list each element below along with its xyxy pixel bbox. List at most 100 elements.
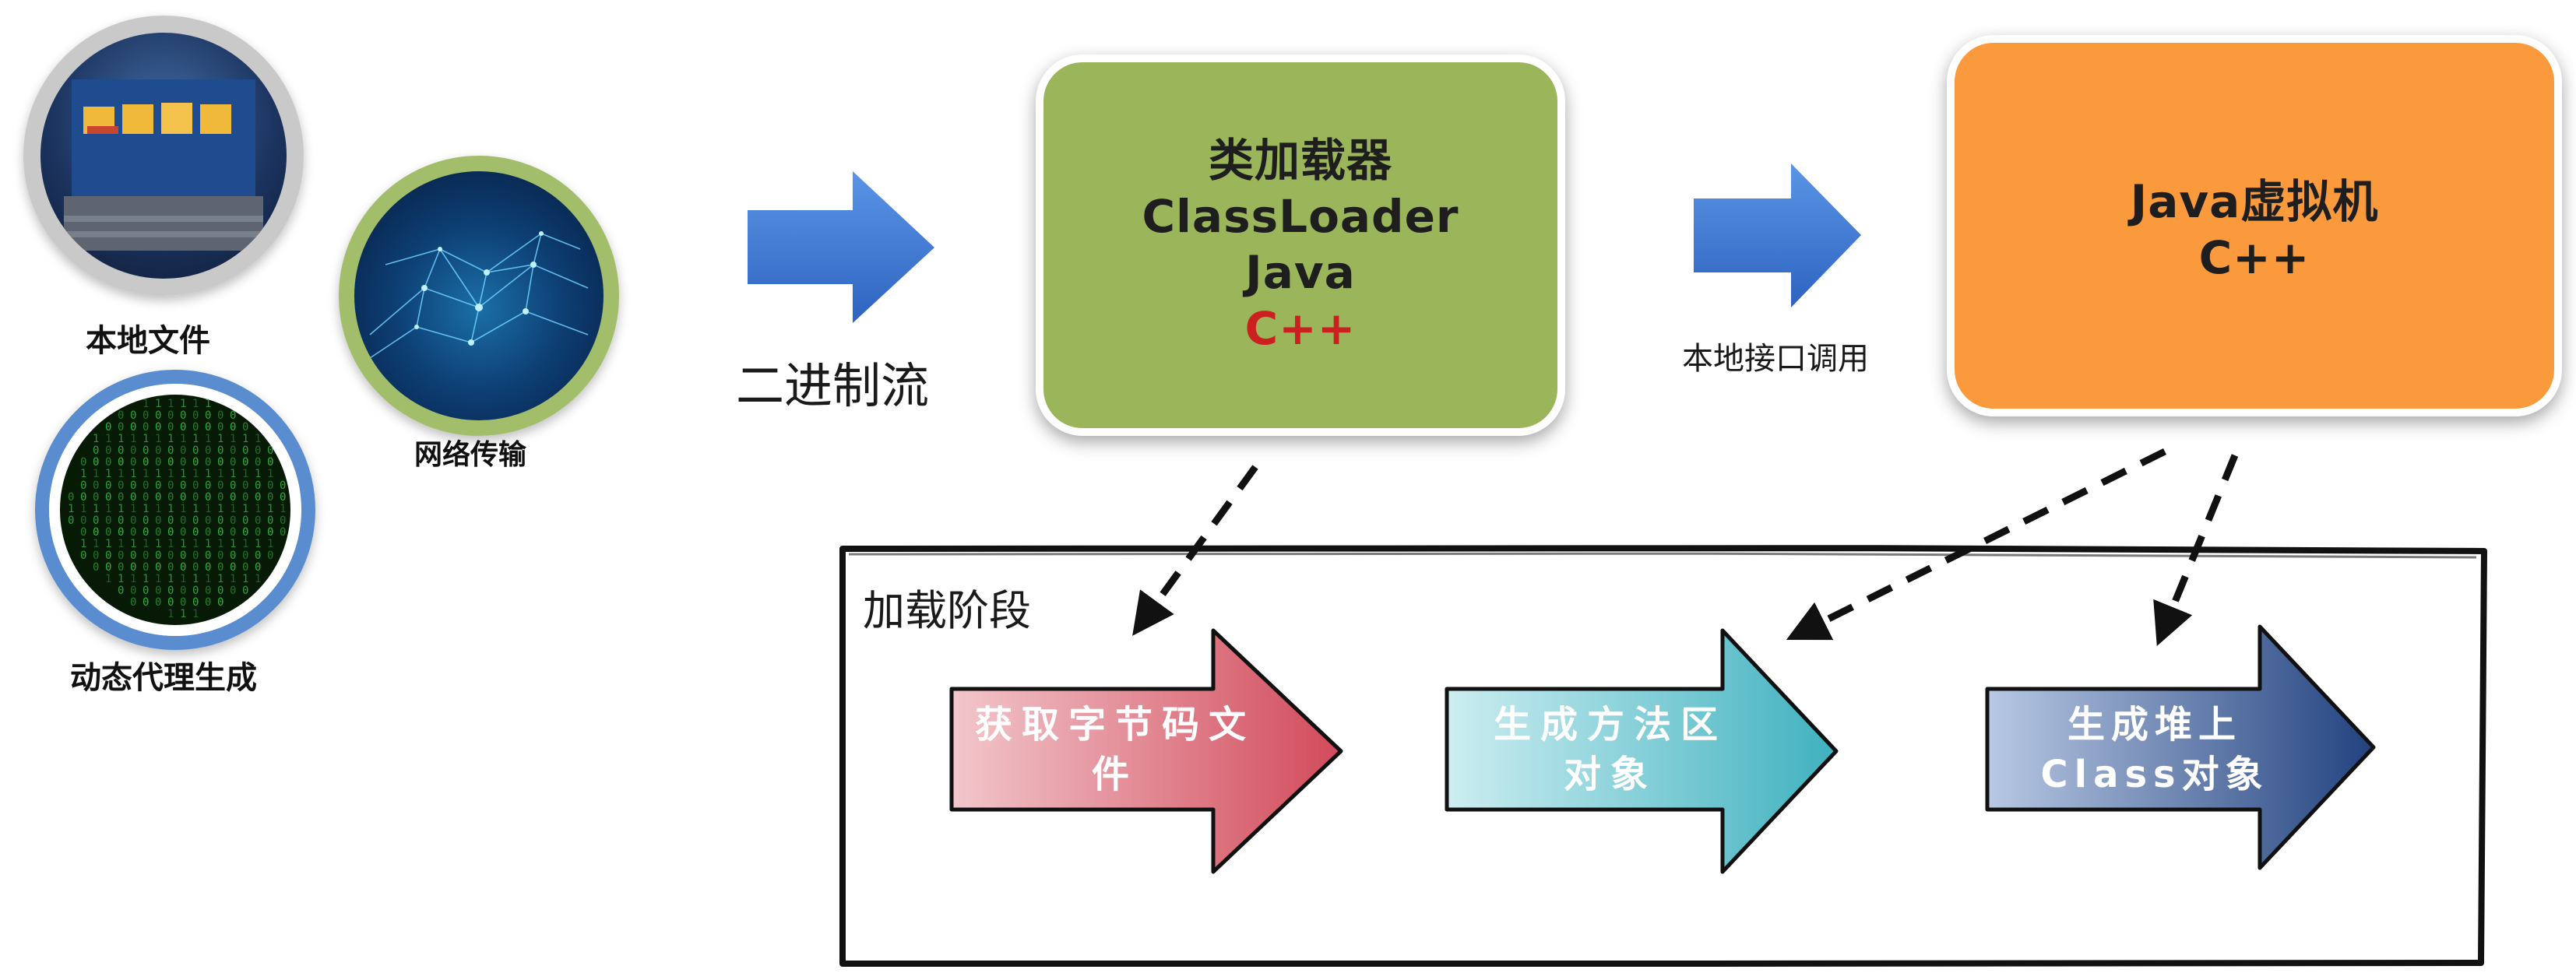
svg-text:1: 1	[267, 538, 273, 550]
svg-text:0: 0	[230, 491, 236, 504]
svg-text:1: 1	[155, 503, 161, 515]
svg-text:0: 0	[143, 526, 149, 539]
dash-jvm-to-stage2	[1786, 448, 2167, 641]
svg-text:0: 0	[192, 479, 199, 492]
svg-text:0: 0	[80, 479, 86, 492]
svg-text:1: 1	[180, 433, 186, 445]
class-loader-box: 类加载器 ClassLoader Java C++	[1036, 54, 1565, 436]
svg-text:0: 0	[118, 561, 124, 574]
svg-text:1: 1	[255, 573, 261, 585]
svg-text:1: 1	[180, 573, 186, 585]
svg-text:1: 1	[130, 433, 136, 445]
svg-text:0: 0	[105, 491, 111, 504]
svg-text:1: 1	[130, 468, 136, 480]
svg-text:0: 0	[205, 585, 211, 597]
svg-text:0: 0	[217, 515, 223, 527]
svg-text:0: 0	[242, 444, 248, 457]
svg-text:1: 1	[180, 468, 186, 480]
svg-text:0: 0	[230, 526, 236, 539]
svg-text:0: 0	[217, 456, 223, 469]
svg-text:1: 1	[255, 468, 261, 480]
svg-text:1: 1	[143, 398, 149, 410]
svg-text:0: 0	[143, 409, 149, 422]
svg-text:0: 0	[180, 585, 186, 597]
svg-text:0: 0	[130, 515, 136, 527]
class-loader-java: Java	[1245, 246, 1356, 299]
svg-text:0: 0	[192, 444, 199, 457]
svg-text:0: 0	[205, 596, 211, 609]
svg-text:0: 0	[192, 526, 199, 539]
svg-text:0: 0	[205, 491, 211, 504]
svg-text:0: 0	[155, 596, 161, 609]
svg-text:1: 1	[192, 608, 199, 620]
svg-text:0: 0	[255, 479, 261, 492]
svg-text:0: 0	[180, 526, 186, 539]
svg-text:0: 0	[130, 444, 136, 457]
svg-text:0: 0	[217, 444, 223, 457]
svg-text:0: 0	[180, 421, 186, 434]
svg-text:0: 0	[242, 561, 248, 574]
svg-text:1: 1	[155, 433, 161, 445]
svg-text:0: 0	[280, 515, 286, 527]
svg-text:1: 1	[217, 503, 223, 515]
svg-text:1: 1	[205, 468, 211, 480]
svg-text:0: 0	[105, 550, 111, 562]
svg-text:0: 0	[167, 550, 174, 562]
svg-text:0: 0	[143, 479, 149, 492]
svg-text:0: 0	[242, 526, 248, 539]
svg-text:0: 0	[205, 561, 211, 574]
svg-text:0: 0	[130, 456, 136, 469]
svg-text:0: 0	[217, 409, 223, 422]
svg-text:0: 0	[80, 550, 86, 562]
svg-text:1: 1	[167, 573, 174, 585]
svg-text:1: 1	[105, 538, 111, 550]
svg-text:0: 0	[230, 421, 236, 434]
svg-text:1: 1	[130, 503, 136, 515]
svg-text:1: 1	[255, 433, 261, 445]
svg-text:0: 0	[105, 421, 111, 434]
svg-text:1: 1	[167, 503, 174, 515]
dash-jvm-to-stage3	[2153, 454, 2239, 646]
svg-text:0: 0	[242, 515, 248, 527]
svg-text:0: 0	[105, 479, 111, 492]
svg-text:0: 0	[217, 550, 223, 562]
svg-text:0: 0	[93, 491, 99, 504]
svg-text:0: 0	[180, 491, 186, 504]
svg-text:0: 0	[80, 491, 86, 504]
svg-text:0: 0	[155, 550, 161, 562]
svg-text:1: 1	[267, 503, 273, 515]
svg-text:0: 0	[167, 585, 174, 597]
svg-text:0: 0	[93, 515, 99, 527]
svg-text:0: 0	[167, 561, 174, 574]
svg-text:0: 0	[68, 515, 74, 527]
svg-text:1: 1	[192, 538, 199, 550]
svg-text:0: 0	[130, 409, 136, 422]
svg-text:1: 1	[105, 468, 111, 480]
svg-text:1: 1	[230, 433, 236, 445]
svg-text:1: 1	[192, 433, 199, 445]
svg-text:1: 1	[93, 468, 99, 480]
svg-text:0: 0	[192, 491, 199, 504]
svg-text:1: 1	[93, 433, 99, 445]
svg-text:0: 0	[130, 550, 136, 562]
svg-text:0: 0	[242, 550, 248, 562]
svg-text:0: 0	[155, 561, 161, 574]
svg-text:1: 1	[192, 468, 199, 480]
svg-text:0: 0	[192, 421, 199, 434]
svg-text:0: 0	[280, 526, 286, 539]
svg-text:0: 0	[180, 456, 186, 469]
svg-text:1: 1	[143, 433, 149, 445]
svg-text:0: 0	[192, 409, 199, 422]
svg-text:0: 0	[242, 479, 248, 492]
svg-text:1: 1	[167, 608, 174, 620]
svg-text:1: 1	[255, 538, 261, 550]
svg-text:0: 0	[280, 491, 286, 504]
svg-text:0: 0	[105, 456, 111, 469]
svg-text:0: 0	[205, 456, 211, 469]
svg-text:0: 0	[143, 421, 149, 434]
svg-text:1: 1	[118, 468, 124, 480]
svg-text:0: 0	[205, 421, 211, 434]
svg-text:1: 1	[155, 573, 161, 585]
svg-text:0: 0	[267, 479, 273, 492]
